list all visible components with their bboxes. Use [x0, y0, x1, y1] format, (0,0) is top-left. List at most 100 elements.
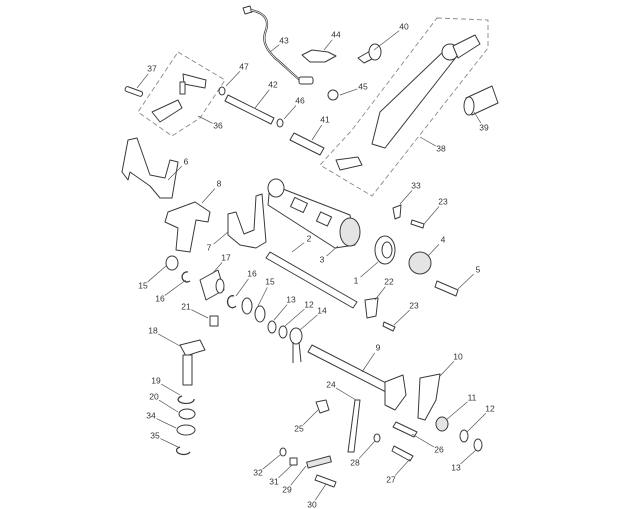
- leader-line: [213, 231, 229, 245]
- callout-number: 47: [239, 61, 249, 71]
- leader-line: [326, 245, 339, 257]
- leader-line: [254, 89, 270, 109]
- callout-number: 11: [468, 392, 477, 402]
- leader-line: [257, 287, 268, 307]
- spring-part: [435, 416, 449, 432]
- callout-number: 13: [451, 462, 461, 472]
- washer-part: [254, 305, 266, 323]
- callout-number: 26: [434, 444, 444, 454]
- selector-drum-part: [267, 178, 361, 249]
- callout-number: 37: [147, 63, 157, 73]
- callout-number: 4: [441, 234, 446, 244]
- leader-line: [466, 412, 487, 433]
- leader-line: [278, 464, 293, 479]
- callout-number: 5: [476, 264, 481, 274]
- callout-number: 9: [376, 342, 381, 352]
- pawl-plate-part: [417, 373, 441, 421]
- pivot-bolt-part: [357, 43, 382, 64]
- washer-part: [241, 297, 253, 315]
- callout-number: 17: [221, 252, 231, 262]
- leader-line: [373, 30, 400, 51]
- callout-number: 23: [409, 300, 419, 310]
- callout-number: 16: [247, 268, 257, 278]
- gear-lever-part: [335, 34, 481, 171]
- leader-line: [201, 188, 216, 204]
- leader-line: [269, 44, 280, 53]
- callout-number: 15: [138, 280, 148, 290]
- leader-line: [427, 244, 440, 257]
- collar-part: [289, 457, 298, 466]
- detent-star-part: [408, 251, 432, 275]
- callout-number: 16: [155, 293, 165, 303]
- leader-line: [374, 286, 386, 301]
- callout-number: 21: [181, 301, 191, 311]
- callout-number: 43: [279, 35, 289, 45]
- plate-part: [392, 204, 402, 220]
- circlip-part: [226, 295, 237, 309]
- washer-part: [459, 429, 469, 443]
- bush-part: [315, 399, 330, 414]
- callout-number: 2: [307, 233, 312, 243]
- callout-number: 30: [307, 499, 317, 509]
- circlip-part: [181, 271, 191, 283]
- washer-part: [178, 408, 196, 420]
- leader-line: [291, 242, 305, 253]
- callout-number: 14: [317, 305, 327, 315]
- selector-fork-part: [164, 201, 211, 253]
- plate-part: [364, 297, 379, 319]
- bolt-part: [434, 280, 459, 297]
- leader-line: [290, 465, 307, 486]
- washer-part: [276, 118, 284, 128]
- leader-line: [302, 409, 319, 426]
- gear-change-shaft-part: [307, 344, 407, 411]
- circlip-part: [176, 446, 191, 456]
- washer-part: [176, 424, 196, 436]
- leader-line: [394, 458, 411, 476]
- leader-line: [358, 440, 376, 459]
- leader-line: [158, 333, 181, 347]
- callout-number: 33: [411, 180, 421, 190]
- bolt-part: [314, 474, 337, 488]
- linkage-rod-end-part: [124, 73, 207, 123]
- leader-line: [160, 438, 179, 448]
- callout-number: 1: [354, 275, 359, 285]
- leader-line: [211, 262, 223, 275]
- bolt-part: [391, 445, 414, 462]
- callout-number: 12: [485, 403, 495, 413]
- callout-number: 40: [399, 21, 409, 31]
- leader-line: [191, 309, 209, 319]
- bolt-part: [410, 219, 425, 229]
- assembly-36-outline: [137, 51, 226, 137]
- callout-number: 39: [479, 122, 489, 132]
- leader-line: [262, 454, 281, 470]
- assembly-38-outline: [319, 17, 489, 197]
- leader-line: [164, 279, 187, 296]
- leader-line: [273, 304, 288, 321]
- callout-number: 10: [453, 351, 463, 361]
- callout-number: 38: [436, 143, 446, 153]
- leader-line: [460, 449, 477, 465]
- washer-part: [218, 86, 226, 96]
- callout-number: 23: [438, 196, 448, 206]
- circlip-part: [177, 395, 195, 405]
- leader-line: [423, 206, 440, 225]
- leader-line: [311, 124, 323, 141]
- leader-line: [323, 39, 333, 51]
- callout-number: 24: [326, 379, 336, 389]
- washer-part: [278, 325, 288, 339]
- roller-part: [199, 269, 225, 301]
- callout-number: 7: [207, 242, 212, 252]
- callout-number: 20: [149, 391, 159, 401]
- leader-line: [284, 308, 305, 327]
- washer-part: [279, 447, 287, 457]
- leader-line: [315, 483, 327, 501]
- footrest-rubber-part: [463, 85, 499, 116]
- pivot-pin-part: [289, 132, 325, 156]
- leader-line: [457, 273, 474, 290]
- bolt-part: [209, 315, 219, 327]
- callout-number: 31: [269, 476, 279, 486]
- callout-number: 46: [295, 95, 305, 105]
- leader-line: [167, 165, 183, 181]
- callout-number: 35: [150, 430, 160, 440]
- leader-line: [136, 73, 149, 89]
